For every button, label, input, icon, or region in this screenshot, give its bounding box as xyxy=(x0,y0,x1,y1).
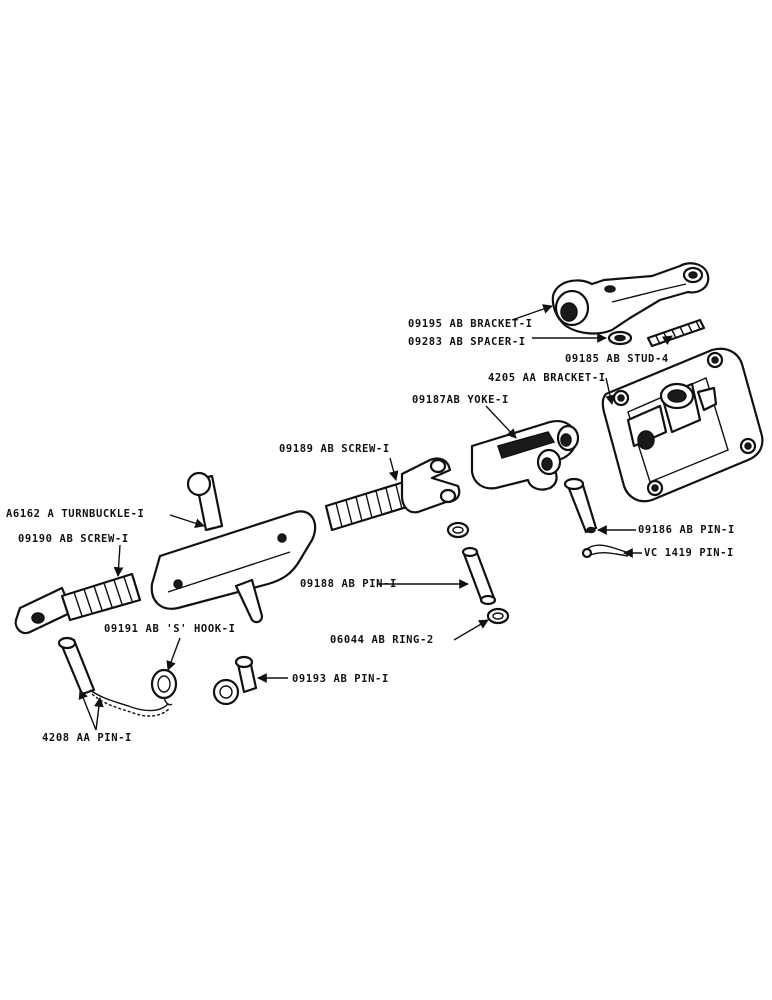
label-yoke-09187: 09187AB YOKE-I xyxy=(412,394,509,406)
label-pin-09188: 09188 AB PIN-I xyxy=(300,578,397,590)
spacer-09283-part xyxy=(607,330,633,346)
s-hook-09191-part xyxy=(150,668,178,706)
pin-09188-part xyxy=(461,546,497,606)
label-s-hook-09191: 09191 AB 'S' HOOK-I xyxy=(104,623,236,635)
label-screw-09189: 09189 AB SCREW-I xyxy=(279,443,390,455)
bracket-4205-part xyxy=(601,347,764,503)
rings-06044-part xyxy=(446,521,510,625)
label-pin-4208: 4208 AA PIN-I xyxy=(42,732,132,744)
label-screw-09190: 09190 AB SCREW-I xyxy=(18,533,129,545)
label-spacer-09283: 09283 AB SPACER-I xyxy=(408,336,526,348)
label-turnbuckle-a6162: A6162 A TURNBUCKLE-I xyxy=(6,508,145,520)
label-ring-06044: 06044 AB RING-2 xyxy=(330,634,434,646)
pin-vc1419-part xyxy=(581,544,629,559)
screw-09190-part xyxy=(14,572,142,635)
yoke-09187-part xyxy=(470,420,580,491)
bracket-09195-part xyxy=(551,262,710,335)
leader-lines xyxy=(78,304,673,731)
screw-09189-part xyxy=(324,457,461,532)
label-pin-09193: 09193 AB PIN-I xyxy=(292,673,389,685)
label-stud-09185: 09185 AB STUD-4 xyxy=(565,353,669,365)
label-bracket-09195: 09195 AB BRACKET-I xyxy=(408,318,533,330)
label-bracket-4205: 4205 AA BRACKET-I xyxy=(488,372,606,384)
stud-09185-part xyxy=(646,318,706,348)
pin-09193-part xyxy=(212,655,258,706)
turnbuckle-a6162-part xyxy=(150,471,317,624)
label-pin-09186: 09186 AB PIN-I xyxy=(638,524,735,536)
pin-09186-part xyxy=(563,477,598,534)
label-pin-vc1419: VC 1419 PIN-I xyxy=(644,547,734,559)
pin-4208-part xyxy=(57,636,171,717)
